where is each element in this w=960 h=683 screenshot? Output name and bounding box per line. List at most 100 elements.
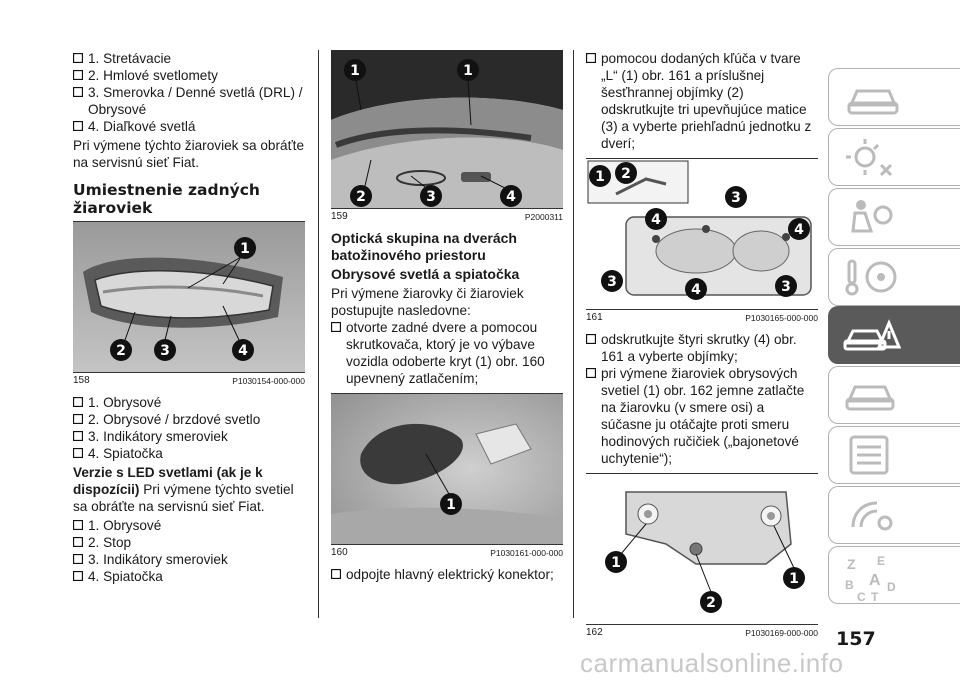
svg-text:2: 2 bbox=[621, 166, 631, 182]
checkbox-icon bbox=[331, 569, 341, 579]
figure-code: P1030161-000-000 bbox=[490, 548, 563, 558]
figure-162: 1 1 2 bbox=[586, 473, 818, 625]
list-item: 4. Spiatočka bbox=[73, 568, 305, 585]
figure-number: 162 bbox=[586, 627, 603, 638]
list-item: 3. Indikátory smeroviek bbox=[73, 428, 305, 445]
svg-text:4: 4 bbox=[506, 189, 516, 205]
tailgate-lamp-photo: 1 1 2 3 4 bbox=[331, 50, 563, 208]
figure-caption: 158 P1030154-000-000 bbox=[73, 375, 305, 387]
tab-index[interactable]: Z E B A C D T bbox=[828, 546, 960, 604]
figure-code: P1030169-000-000 bbox=[745, 628, 818, 638]
headlamp-bulb-list: 1. Stretávacie 2. Hmlové svetlomety 3. S… bbox=[73, 50, 305, 135]
checkbox-icon bbox=[73, 87, 83, 97]
callout-2: 2 bbox=[615, 162, 637, 184]
callout-1: 1 bbox=[589, 165, 611, 187]
section-heading: Umiestnenie zadných žiaroviek bbox=[73, 181, 260, 217]
svg-text:D: D bbox=[887, 580, 896, 594]
trunk-cover-photo: 1 bbox=[331, 394, 563, 544]
column-divider bbox=[318, 50, 319, 618]
callout-4: 4 bbox=[232, 339, 254, 361]
lamp-unit-diagram: 1 2 3 4 4 3 4 3 bbox=[586, 159, 818, 309]
figure-caption: 159 P2000311 bbox=[331, 211, 563, 223]
warning-lights-icon bbox=[846, 139, 893, 177]
figure-158: 1 2 3 4 bbox=[73, 221, 305, 373]
checkbox-icon bbox=[331, 322, 341, 332]
tab-starting-driving[interactable] bbox=[828, 248, 960, 306]
svg-text:1: 1 bbox=[350, 63, 360, 79]
list-item: 4. Diaľkové svetlá bbox=[73, 118, 305, 135]
callout-1: 1 bbox=[344, 59, 366, 81]
svg-text:2: 2 bbox=[116, 343, 126, 359]
checkbox-icon bbox=[73, 121, 83, 131]
bulb-holder-diagram: 1 1 2 bbox=[586, 474, 818, 624]
checkbox-icon bbox=[73, 554, 83, 564]
checkbox-icon bbox=[73, 571, 83, 581]
svg-text:4: 4 bbox=[691, 282, 701, 298]
tab-emergency[interactable] bbox=[828, 306, 960, 364]
figure-number: 160 bbox=[331, 547, 348, 558]
callout-1: 1 bbox=[605, 551, 627, 573]
callout-3: 3 bbox=[725, 186, 747, 208]
page-number: 157 bbox=[836, 628, 876, 650]
callout-1: 1 bbox=[457, 59, 479, 81]
checkbox-icon bbox=[73, 414, 83, 424]
svg-text:A: A bbox=[869, 572, 881, 589]
callout-4: 4 bbox=[500, 185, 522, 207]
svg-text:4: 4 bbox=[651, 212, 661, 228]
list-item: odskrutkujte štyri skrutky (4) obr. 161 … bbox=[586, 331, 818, 365]
list-item: odpojte hlavný elektrický konektor; bbox=[331, 566, 563, 583]
tab-safety[interactable] bbox=[828, 188, 960, 246]
svg-text:B: B bbox=[845, 578, 854, 592]
dashboard-car-icon bbox=[847, 89, 899, 115]
media-nav-icon bbox=[851, 501, 893, 531]
section-heading: Optická skupina na dverách batožinového … bbox=[331, 230, 517, 263]
figure-number: 158 bbox=[73, 375, 90, 386]
column-divider bbox=[573, 50, 574, 618]
callout-4: 4 bbox=[685, 278, 707, 300]
svg-text:4: 4 bbox=[238, 343, 248, 359]
callout-2: 2 bbox=[700, 591, 722, 613]
checkbox-icon bbox=[586, 368, 596, 378]
svg-text:3: 3 bbox=[781, 279, 791, 295]
figure-code: P1030154-000-000 bbox=[232, 376, 305, 386]
figure-code: P2000311 bbox=[524, 212, 563, 222]
tab-technical-data[interactable] bbox=[828, 426, 960, 484]
callout-2: 2 bbox=[110, 339, 132, 361]
key-steering-icon bbox=[845, 259, 897, 296]
figure-number: 159 bbox=[331, 211, 348, 222]
figure-caption: 160 P1030161-000-000 bbox=[331, 547, 563, 559]
list-item: 2. Obrysové / brzdové svetlo bbox=[73, 411, 305, 428]
led-paragraph: Verzie s LED svetlami (ak je k dispozíci… bbox=[73, 464, 305, 515]
callout-3: 3 bbox=[154, 339, 176, 361]
column-1: 1. Stretávacie 2. Hmlové svetlomety 3. S… bbox=[73, 50, 305, 585]
watermark: carmanualsonline.info bbox=[580, 648, 844, 678]
svg-text:4: 4 bbox=[794, 222, 804, 238]
callout-2: 2 bbox=[350, 185, 372, 207]
checkbox-icon bbox=[73, 70, 83, 80]
led-bulb-list: 1. Obrysové 2. Stop 3. Indikátory smerov… bbox=[73, 517, 305, 585]
tab-dashboard[interactable] bbox=[828, 68, 960, 126]
figure-caption: 162 P1030169-000-000 bbox=[586, 627, 818, 639]
list-item: pri výmene žiaroviek obrysových svetiel … bbox=[586, 365, 818, 467]
callout-1: 1 bbox=[234, 237, 256, 259]
svg-text:3: 3 bbox=[731, 190, 741, 206]
figure-161: 1 2 3 4 4 3 4 3 bbox=[586, 158, 818, 310]
tab-warning-lights[interactable] bbox=[828, 128, 960, 186]
breakdown-car-icon bbox=[843, 319, 902, 351]
document-list-icon bbox=[849, 435, 889, 475]
svg-text:2: 2 bbox=[706, 595, 716, 611]
svg-text:1: 1 bbox=[595, 169, 605, 185]
led-heading: Verzie s LED svetlami (ak je k dispozíci… bbox=[73, 465, 263, 497]
callout-3: 3 bbox=[420, 185, 442, 207]
checkbox-icon bbox=[586, 53, 596, 63]
checkbox-icon bbox=[73, 397, 83, 407]
figure-number: 161 bbox=[586, 312, 603, 323]
tab-multimedia[interactable] bbox=[828, 486, 960, 544]
checkbox-icon bbox=[73, 53, 83, 63]
svg-text:C: C bbox=[857, 590, 866, 603]
callout-3: 3 bbox=[601, 270, 623, 292]
column-3: pomocou dodaných kľúča v tvare „L“ (1) o… bbox=[586, 50, 818, 646]
intro-paragraph: Pri výmene žiarovky či žiaroviek postupu… bbox=[331, 286, 524, 318]
tab-maintenance[interactable] bbox=[828, 366, 960, 424]
index-letters-icon: Z E B A C D T bbox=[845, 554, 896, 603]
